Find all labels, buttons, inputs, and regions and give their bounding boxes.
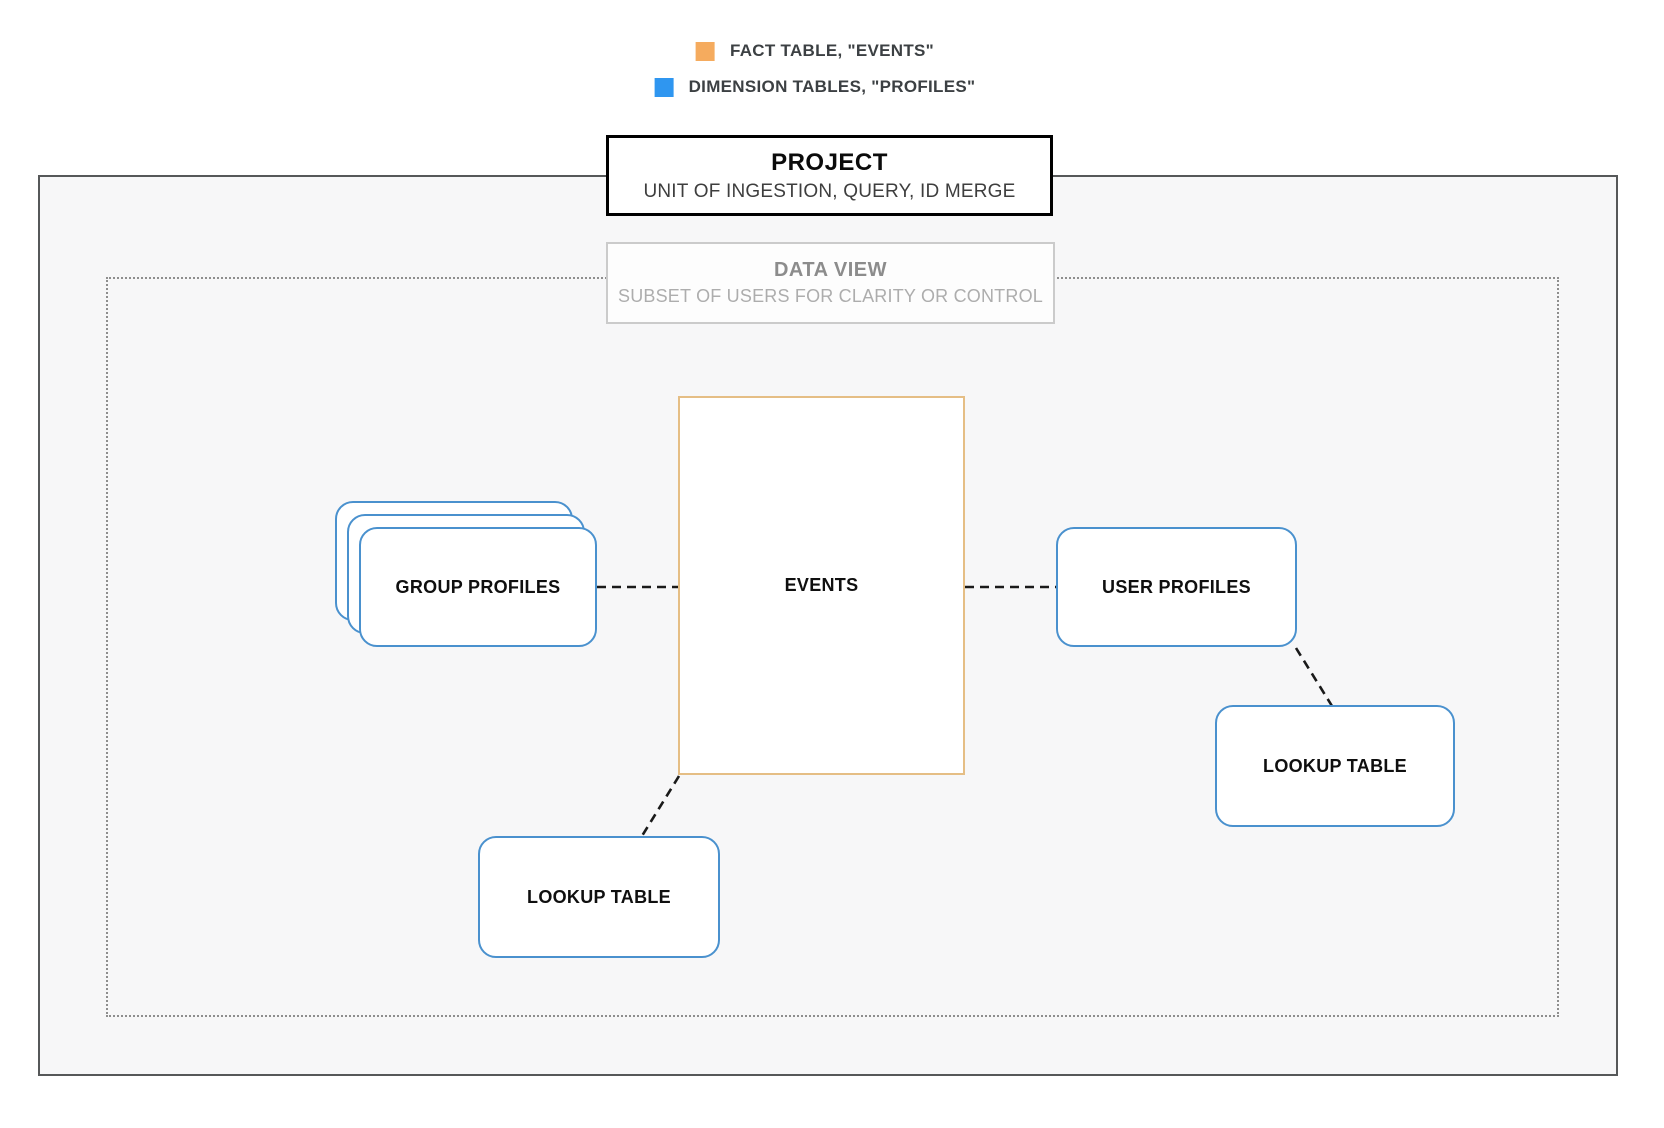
lookup-table-right-node: LOOKUP TABLE [1215,705,1455,827]
legend-item-fact-table: FACT TABLE, "EVENTS" [695,41,935,61]
group-profiles-node: GROUP PROFILES [359,527,597,647]
dimension-tables-color-swatch [654,77,674,97]
user-profiles-node-label: USER PROFILES [1102,576,1251,597]
project-header-box: PROJECT UNIT OF INGESTION, QUERY, ID MER… [606,135,1053,216]
user-profiles-node: USER PROFILES [1056,527,1297,647]
project-title: PROJECT [771,148,888,176]
lookup-table-left-node-label: LOOKUP TABLE [527,886,671,907]
legend-item-label: FACT TABLE, "EVENTS" [729,41,935,60]
data-view-subtitle: SUBSET OF USERS FOR CLARITY OR CONTROL [617,286,1043,306]
group-profiles-node-label: GROUP PROFILES [395,576,561,597]
legend: FACT TABLE, "EVENTS" DIMENSION TABLES, "… [654,41,976,97]
lookup-table-right-node-label: LOOKUP TABLE [1263,755,1407,776]
events-node: EVENTS [678,396,965,775]
legend-item-dimension-tables: DIMENSION TABLES, "PROFILES" [654,77,976,97]
data-view-header-box: DATA VIEW SUBSET OF USERS FOR CLARITY OR… [606,242,1055,324]
lookup-table-left-node: LOOKUP TABLE [478,836,720,958]
project-subtitle: UNIT OF INGESTION, QUERY, ID MERGE [643,180,1016,202]
fact-table-color-swatch [695,41,715,61]
data-view-title: DATA VIEW [773,259,887,281]
events-node-label: EVENTS [784,575,859,595]
legend-item-label: DIMENSION TABLES, "PROFILES" [688,77,976,96]
